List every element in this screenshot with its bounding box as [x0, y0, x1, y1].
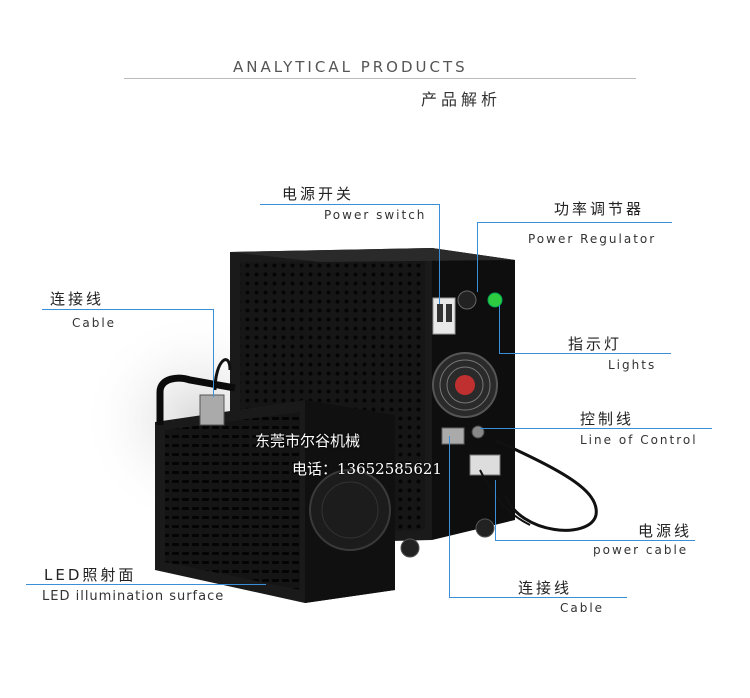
power-regulator-label-cn: 功率调节器 [554, 200, 645, 218]
control-line-label-cn: 控制线 [580, 410, 635, 428]
lights-leader [499, 353, 671, 354]
section-title-cn: 产品解析 [421, 90, 502, 109]
power-cable-label-cn: 电源线 [638, 522, 693, 540]
power-cable-label-en: power cable [593, 543, 689, 557]
cable-left-label-cn: 连接线 [50, 290, 105, 308]
power-switch-label-en: Power switch [324, 208, 427, 222]
led-surface-label-cn: LED照射面 [44, 566, 137, 584]
title-divider [124, 78, 636, 79]
led-head [155, 374, 395, 603]
carry-handle [156, 374, 236, 425]
lights-label-cn: 指示灯 [568, 335, 623, 353]
cable-bottom-label-cn: 连接线 [518, 579, 573, 597]
cabinet-fan [432, 352, 498, 418]
power-regulator-leader-v [477, 222, 478, 292]
power-regulator-leader [477, 222, 672, 223]
cable-bottom-leader-v [449, 436, 450, 598]
watermark-company: 东莞市尔谷机械 [255, 432, 361, 450]
power-switch-leader [260, 204, 440, 205]
power-cord [494, 438, 598, 532]
power-switch-label-cn: 电源开关 [282, 185, 355, 203]
wheel [400, 538, 420, 558]
control-connector [441, 425, 485, 445]
cable-left-leader-v [213, 309, 214, 397]
power-cable-leader-v [495, 480, 496, 541]
section-title-en: ANALYTICAL PRODUCTS [233, 58, 468, 76]
regulator-knob [457, 290, 477, 310]
terminal-block [469, 454, 501, 476]
power-cable-leader [495, 540, 695, 541]
head-connector [199, 394, 225, 426]
signal-cable [479, 469, 531, 526]
cable-bottom-leader [449, 597, 627, 598]
power-regulator-label-en: Power Regulator [528, 232, 657, 246]
control-line-label-en: Line of Control [580, 433, 698, 447]
control-line-leader [480, 428, 712, 429]
lights-label-en: Lights [608, 358, 657, 372]
cable-left-label-en: Cable [72, 316, 117, 330]
power-switch-leader-v [439, 204, 440, 304]
led-surface-label-en: LED illumination surface [42, 589, 225, 604]
led-surface-leader [26, 584, 266, 585]
indicator-light [487, 292, 503, 308]
cable-left-leader [42, 309, 214, 310]
power-switch [432, 297, 456, 335]
cable-bottom-label-en: Cable [560, 601, 605, 615]
lights-leader-v [499, 305, 500, 353]
watermark-phone: 电话：13652585621 [292, 460, 442, 478]
wheel [475, 518, 495, 538]
